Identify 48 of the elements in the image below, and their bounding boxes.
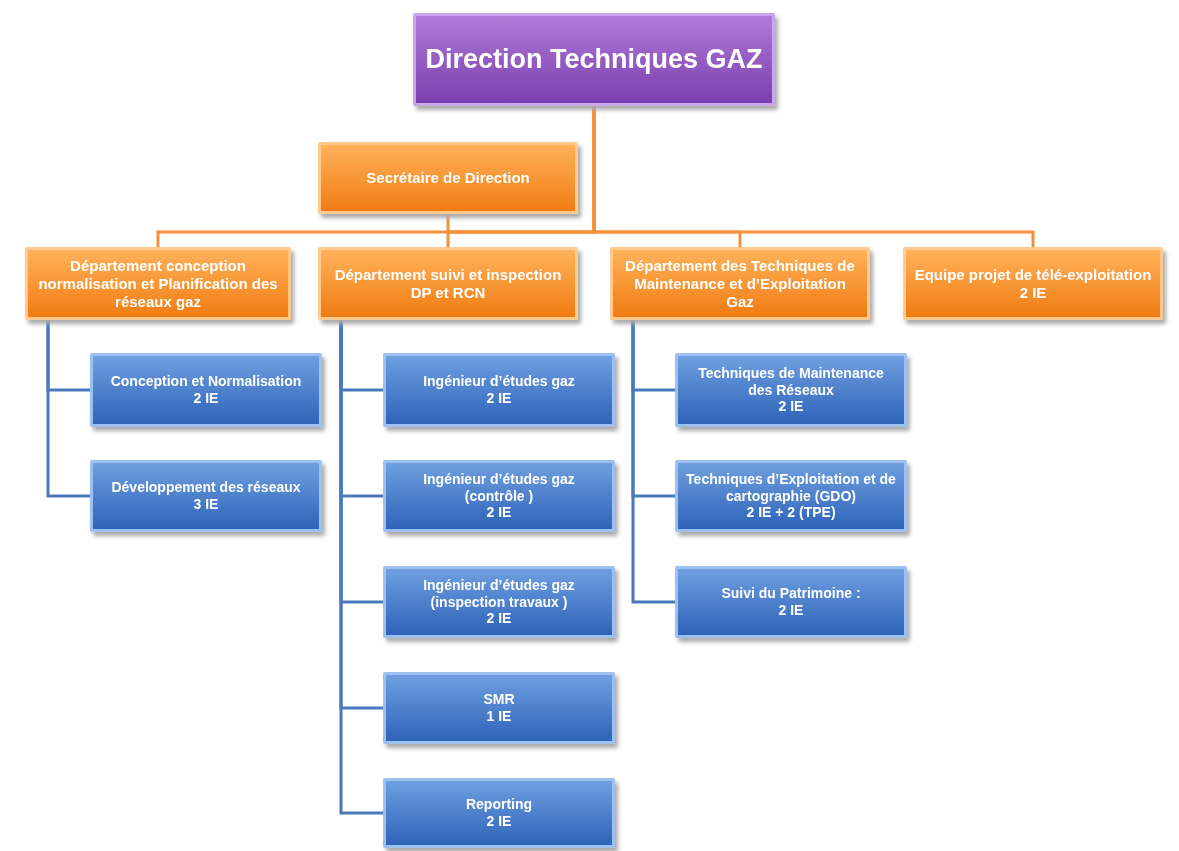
staff-count: 2 IE <box>486 504 512 522</box>
node-label: Reporting <box>465 796 533 813</box>
role-box <box>383 460 615 532</box>
role-box <box>675 460 907 532</box>
staff-count: 2 IE <box>486 390 512 407</box>
connector-line <box>339 320 383 815</box>
staff-count: 2 IE <box>778 398 804 416</box>
staff-count: 2 IE <box>486 610 512 628</box>
direction-box <box>413 13 775 106</box>
node-label: Département conception normalisation et Planification des réseaux gaz <box>37 256 279 311</box>
staff-count: 3 IE <box>193 496 219 513</box>
node-label: (contrôle ) <box>464 487 534 505</box>
staff-count: 2 IE <box>193 390 219 407</box>
staff-count: 2 IE + 2 (TPE) <box>746 504 836 522</box>
role-box <box>675 353 907 427</box>
node-label: Développement des réseaux <box>111 479 301 496</box>
department-box <box>903 247 1163 320</box>
node-label: Ingénieur d’études gaz <box>423 470 575 488</box>
node-label: SMR <box>483 691 515 708</box>
node-label: Direction Techniques GAZ <box>425 43 763 76</box>
node-label: Equipe projet de télé-exploitation 2 IE <box>914 265 1152 302</box>
role-box <box>675 566 907 638</box>
node-label: Ingénieur d’études gaz <box>423 576 575 594</box>
node-label: Ingénieur d’études gaz <box>423 373 575 390</box>
node-label: Suivi du Patrimoine : <box>721 585 861 602</box>
node-label: Département suivi et inspection DP et RCN <box>333 265 563 302</box>
connector-line <box>592 106 1035 247</box>
node-label: (inspection travaux ) <box>430 593 568 611</box>
staff-count: 2 IE <box>486 813 512 830</box>
role-box <box>383 566 615 638</box>
role-box <box>90 353 322 427</box>
connector-line <box>631 320 675 604</box>
department-box <box>610 247 870 320</box>
connector-line <box>46 320 90 498</box>
node-label: Conception et Normalisation <box>110 373 302 390</box>
role-box <box>90 460 322 532</box>
node-label: Techniques de Maintenance des Réseaux <box>697 364 885 399</box>
role-box <box>383 353 615 427</box>
role-box <box>383 778 615 848</box>
role-box <box>383 672 615 744</box>
node-label: Secrétaire de Direction <box>366 169 530 187</box>
staff-count: 1 IE <box>486 708 512 725</box>
node-label: Département des Techniques de Maintenance et d’Exploitation Gaz <box>624 256 856 311</box>
department-box <box>318 142 578 214</box>
department-box <box>318 247 578 320</box>
department-box <box>25 247 291 320</box>
staff-count: 2 IE <box>778 602 804 619</box>
node-label: Techniques d’Exploitation et de cartographie (GDO) <box>686 470 896 505</box>
